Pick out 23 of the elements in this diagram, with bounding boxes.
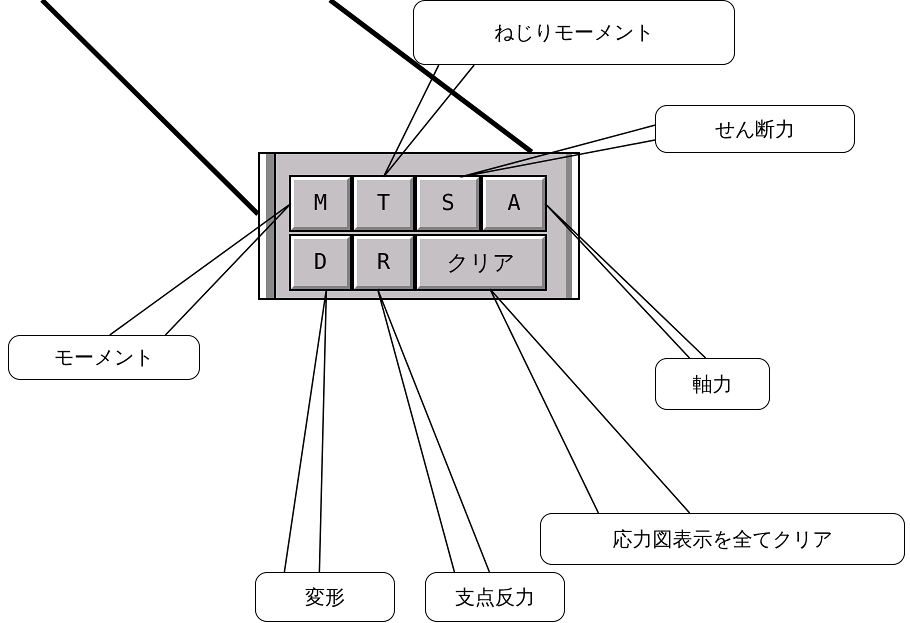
callout-box: 応力図表示を全てクリア [540,513,905,565]
m-button: M [291,177,350,230]
callout-box: 支点反力 [425,572,565,622]
callout-box: 軸力 [655,358,770,410]
callout-box: ねじりモーメント [413,0,735,65]
callout-pointer [489,288,690,514]
d-button: D [291,236,350,289]
clear-button: クリア [417,236,545,289]
callout-pointer [382,64,475,178]
s-button: S [417,177,479,230]
callout-box: 変形 [255,572,395,622]
callout-pointer [544,202,706,359]
a-button: A [483,177,545,230]
callout-pointer [109,202,292,336]
callout-box: せん断力 [655,105,855,153]
callout-pointer [376,288,490,573]
callout-pointer [284,288,328,573]
t-button: T [354,177,413,230]
leader-line [40,0,260,216]
callout-box: モーメント [8,335,200,380]
toolbar-panel [258,152,580,300]
leader-line [328,0,534,154]
r-button: R [354,236,413,289]
